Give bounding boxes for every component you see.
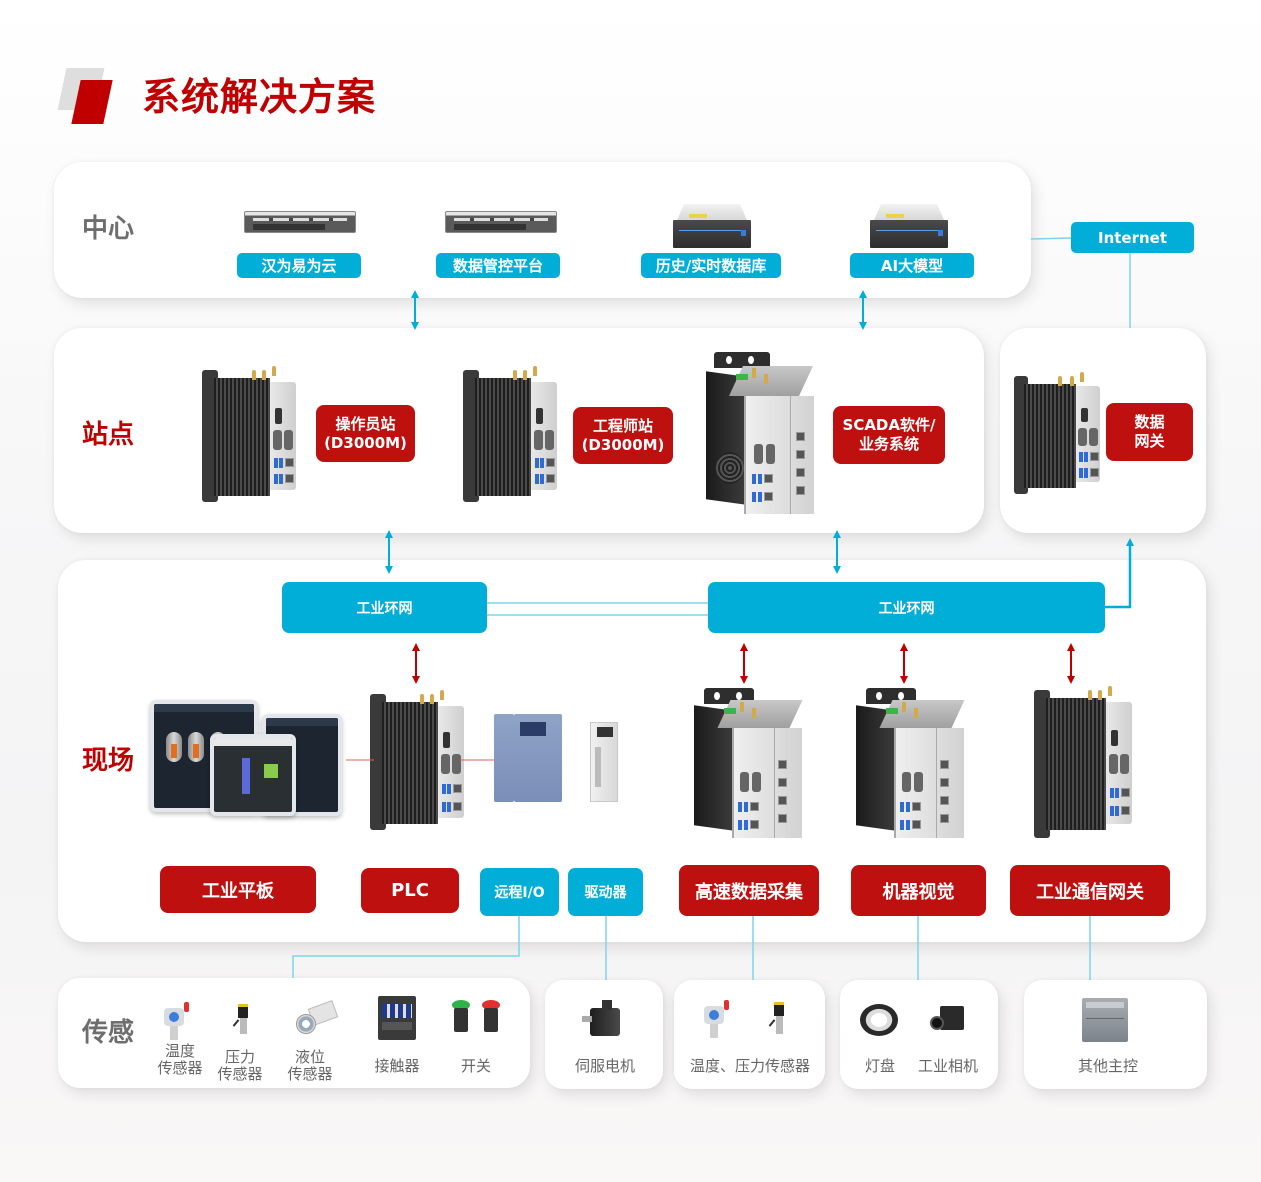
other-controller-label: 其他主控 xyxy=(1077,1057,1138,1075)
station-engineer-line1: 工程师站 xyxy=(592,416,653,435)
sensor-label-line: 传感器 xyxy=(287,1065,333,1083)
storage-server-icon xyxy=(870,204,948,248)
storage-server-icon xyxy=(673,204,751,248)
sensor-label-pressure: 压力 传感器 xyxy=(210,1049,270,1083)
sensor-label-line: 传感器 xyxy=(157,1059,203,1077)
sensing-row-label: 传感 xyxy=(82,1018,135,1048)
sensor-label-line: 传感器 xyxy=(217,1065,263,1083)
center-item-data-platform[interactable]: 数据管控平台 xyxy=(436,253,560,278)
field-device-comm-gateway[interactable]: 工业通信网关 xyxy=(1010,865,1170,916)
sensor-label-contactor: 接触器 xyxy=(374,1057,420,1075)
contactor-icon xyxy=(378,996,416,1040)
plc-controller-icon xyxy=(1082,998,1128,1042)
field-device-drive[interactable]: 驱动器 xyxy=(568,868,643,916)
temp-pressure-sensor-label: 温度、压力传感器 xyxy=(689,1057,810,1075)
sensing-panel-vision xyxy=(840,980,998,1089)
modular-box-pc-icon xyxy=(694,688,804,840)
center-item-ai-model[interactable]: AI大模型 xyxy=(850,253,974,278)
fanless-ipc-icon xyxy=(1014,372,1100,494)
ring-light-icon xyxy=(860,1004,900,1036)
sensor-label-switch: 开关 xyxy=(460,1057,491,1075)
center-row-label: 中心 xyxy=(82,214,135,244)
servo-motor-icon xyxy=(582,1000,626,1042)
station-operator-line1: 操作员站 xyxy=(335,414,396,433)
fanless-ipc-icon xyxy=(1034,686,1134,838)
field-device-machine-vision[interactable]: 机器视觉 xyxy=(851,865,986,916)
sensor-label-line: 温度 xyxy=(164,1042,195,1060)
field-device-remote-io[interactable]: 远程I/O xyxy=(480,868,559,916)
center-item-database[interactable]: 历史/实时数据库 xyxy=(641,253,781,278)
rack-server-icon xyxy=(244,211,356,233)
station-scada-line2: 业务系统 xyxy=(858,435,919,453)
pressure-sensor-icon xyxy=(768,1002,786,1036)
page-title: 系统解决方案 xyxy=(142,75,377,119)
fanless-ipc-icon xyxy=(370,690,466,830)
sensor-label-level: 液位 传感器 xyxy=(280,1049,340,1083)
data-gateway-tag[interactable]: 数据 网关 xyxy=(1106,403,1193,461)
fanless-ipc-icon xyxy=(202,366,298,502)
sensor-label-line: 压力 xyxy=(224,1048,255,1066)
internet-node[interactable]: Internet xyxy=(1071,222,1194,253)
station-operator-line2: (D3000M) xyxy=(324,433,407,452)
station-scada-line1: SCADA软件/ xyxy=(842,416,936,434)
data-gateway-line1: 数据 xyxy=(1134,413,1165,431)
data-gateway-line2: 网关 xyxy=(1134,432,1165,450)
level-sensor-icon xyxy=(294,1000,346,1036)
rack-server-icon xyxy=(445,211,557,233)
link-center-internet xyxy=(1030,237,1072,240)
servo-drive-icon xyxy=(590,722,618,802)
sensor-label-line: 液位 xyxy=(294,1048,325,1066)
sensor-label-temperature: 温度 传感器 xyxy=(150,1043,210,1077)
field-device-industrial-tablet[interactable]: 工业平板 xyxy=(160,866,316,913)
push-button-switch-icon xyxy=(452,1000,502,1034)
sensing-panel-main xyxy=(58,978,530,1088)
industrial-camera-icon xyxy=(930,1006,966,1036)
fanless-ipc-icon xyxy=(463,366,559,502)
servo-motor-label: 伺服电机 xyxy=(574,1057,635,1075)
station-engineer-tag[interactable]: 工程师站 (D3000M) xyxy=(573,407,673,464)
center-item-cloud[interactable]: 汉为易为云 xyxy=(237,253,361,278)
sensing-panel-sensors xyxy=(674,980,825,1089)
modular-box-pc-icon xyxy=(856,688,966,840)
station-scada-tag[interactable]: SCADA软件/ 业务系统 xyxy=(833,406,945,464)
temperature-sensor-icon xyxy=(162,1002,190,1040)
field-row-label: 现场 xyxy=(82,746,135,776)
industrial-ring-network-right[interactable]: 工业环网 xyxy=(708,582,1105,633)
field-device-plc[interactable]: PLC xyxy=(361,868,459,913)
temperature-sensor-icon xyxy=(702,1000,730,1038)
field-device-high-speed-daq[interactable]: 高速数据采集 xyxy=(679,865,819,916)
station-operator-tag[interactable]: 操作员站 (D3000M) xyxy=(316,405,415,462)
ring-light-label: 灯盘 xyxy=(864,1057,895,1075)
station-row-label: 站点 xyxy=(82,420,135,450)
industrial-ring-network-left[interactable]: 工业环网 xyxy=(282,582,487,633)
industrial-camera-label: 工业相机 xyxy=(917,1057,978,1075)
station-engineer-line2: (D3000M) xyxy=(581,435,665,454)
modular-box-pc-icon xyxy=(706,352,816,516)
pressure-sensor-icon xyxy=(232,1004,250,1036)
